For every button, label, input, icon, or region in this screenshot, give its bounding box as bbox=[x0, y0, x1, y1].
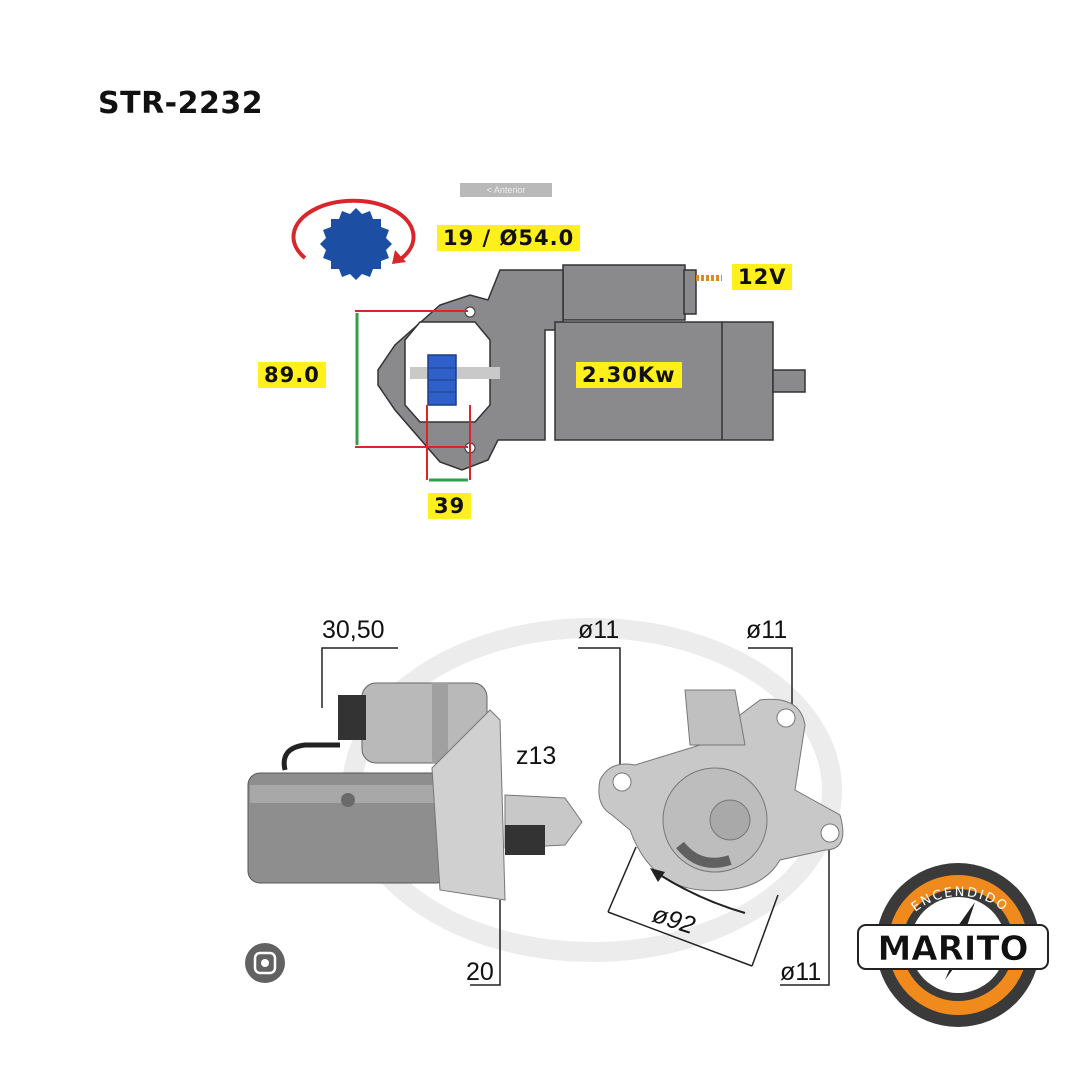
dim-top-left: 30,50 bbox=[322, 616, 385, 644]
page-title: STR-2232 bbox=[98, 86, 264, 121]
voltage-label: 12V bbox=[732, 264, 793, 290]
height-label: 89.0 bbox=[258, 362, 326, 388]
dim-bottom-left: 20 bbox=[466, 958, 494, 986]
dim-top-middle: ø11 bbox=[578, 616, 620, 644]
rotation-arrow-front bbox=[659, 874, 746, 914]
dim-top-right: ø11 bbox=[746, 616, 788, 644]
logo-main-text: MARITO bbox=[877, 929, 1028, 969]
teeth-count-label: z13 bbox=[516, 742, 557, 770]
dim-bottom-right: ø11 bbox=[780, 958, 822, 986]
power-label: 2.30Kw bbox=[576, 362, 682, 388]
lens-search-icon[interactable] bbox=[245, 943, 285, 983]
motor-end-shaft bbox=[772, 369, 806, 393]
gear-spec-label: 19 / Ø54.0 bbox=[437, 225, 581, 251]
previous-tab[interactable]: < Anterior bbox=[460, 183, 552, 197]
solenoid-cap bbox=[683, 269, 697, 315]
gear-icon bbox=[320, 208, 392, 280]
rotation-arrowhead bbox=[392, 250, 406, 264]
drive-housing bbox=[431, 709, 506, 901]
width-label: 39 bbox=[428, 493, 472, 519]
rotation-arrow bbox=[291, 198, 416, 260]
